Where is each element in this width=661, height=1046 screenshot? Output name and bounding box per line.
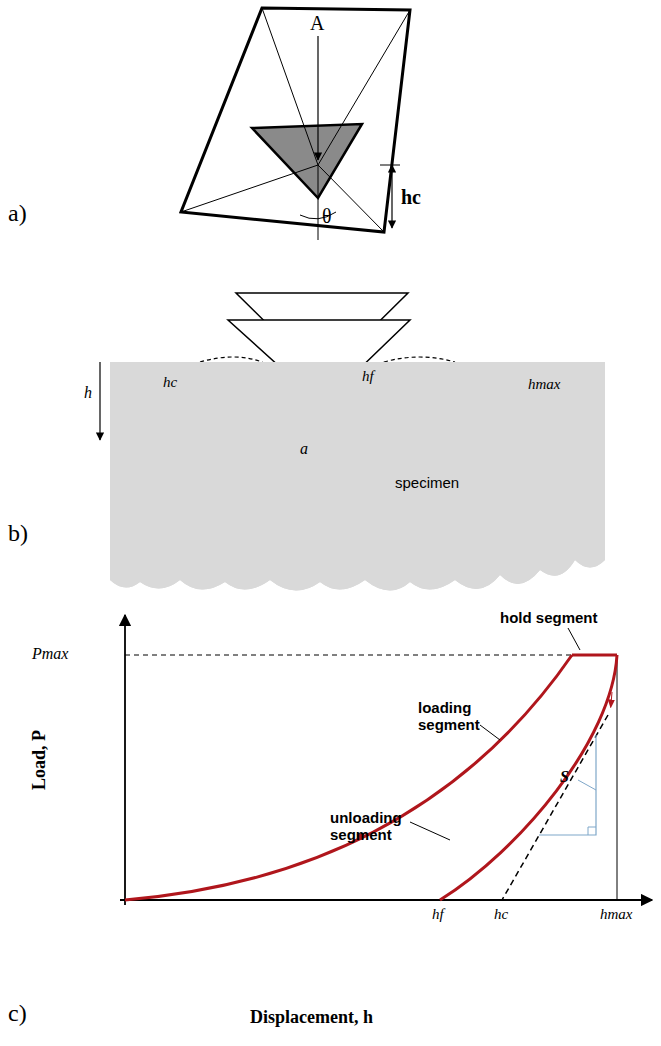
dimension-label: h	[84, 384, 92, 402]
dimension-label: hc	[163, 374, 177, 391]
dimension-label: hmax	[528, 376, 561, 393]
axis-title: Load, P	[30, 730, 50, 790]
axis-value: Pmax	[32, 645, 68, 663]
segment-label: unloading segment	[330, 810, 415, 843]
dimension-label: hc	[401, 186, 421, 208]
segment-label: loading segment	[418, 700, 493, 733]
axis-value: hmax	[600, 906, 633, 923]
axis-value: hc	[494, 906, 508, 923]
specimen-region: specimen	[110, 362, 605, 602]
area-symbol: A	[310, 12, 324, 34]
panel-letter: c)	[8, 1000, 27, 1026]
load-displacement-plot	[120, 615, 652, 905]
axis-value: hf	[432, 906, 444, 923]
dimension-label: hf	[362, 368, 374, 385]
axis-title: Displacement, h	[250, 1008, 373, 1028]
specimen-section	[100, 293, 605, 591]
angle-symbol: θ	[322, 205, 332, 227]
stiffness-label: S	[560, 768, 569, 786]
region-label: specimen	[395, 474, 459, 491]
panel-letter: b)	[8, 520, 28, 546]
segment-label: hold segment	[500, 610, 598, 627]
pyramid-indenter	[181, 8, 410, 240]
dimension-label: a	[300, 440, 308, 458]
specimen-shape	[110, 362, 605, 602]
panel-letter: a)	[8, 200, 27, 226]
